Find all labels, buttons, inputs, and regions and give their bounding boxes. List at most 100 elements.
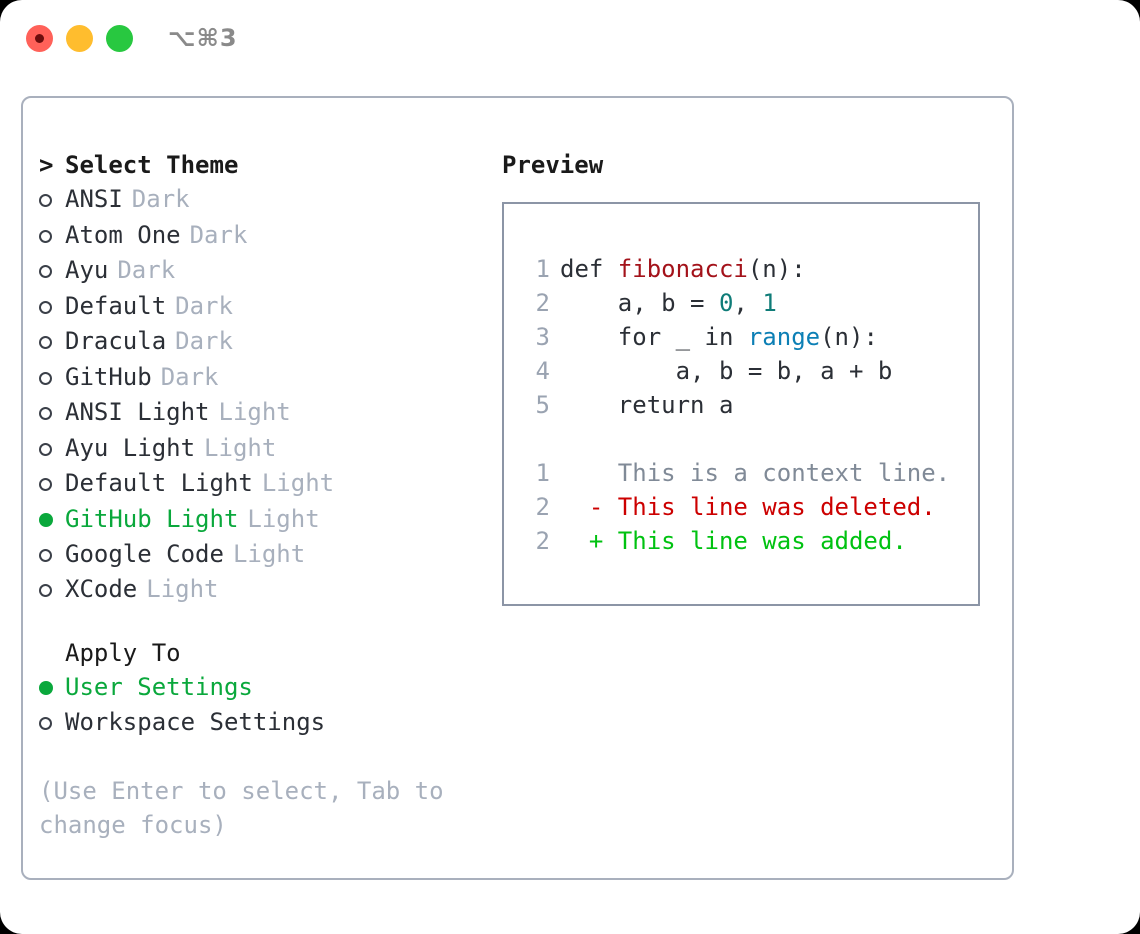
radio-unselected-icon[interactable] (39, 397, 65, 431)
theme-option-label: Default Light (65, 469, 253, 497)
theme-option-badge: Dark (160, 362, 219, 391)
radio-mark (39, 300, 52, 314)
line-number: 1 (535, 459, 550, 487)
theme-option-badge: Light (146, 575, 219, 603)
radio-unselected-icon[interactable] (39, 468, 65, 502)
code-line: 5 return a (516, 388, 950, 422)
theme-option-badge: Dark (117, 256, 176, 284)
apply-option-label: User Settings (65, 672, 253, 701)
radio-mark (39, 336, 52, 349)
apply-to-heading-label: Apply To (65, 638, 181, 667)
theme-option-label: ANSI Light (65, 398, 210, 426)
radio-mark (39, 194, 52, 207)
diff-line: 1 This is a context line. (516, 456, 951, 490)
theme-option-10[interactable]: Google Code Light (39, 537, 489, 573)
code-line: 2 a, b = 0, 1 (516, 286, 950, 320)
radio-unselected-icon[interactable] (39, 574, 65, 608)
theme-option-badge: Light (218, 398, 291, 426)
radio-unselected-icon[interactable] (39, 432, 65, 466)
theme-option-5[interactable]: GitHub Dark (39, 360, 489, 396)
diff-line-content: + This line was added. (560, 527, 907, 555)
code-token-num: 1 (762, 289, 777, 317)
code-token-plain: a, b = (560, 289, 719, 317)
theme-option-label: GitHub (65, 362, 152, 391)
keyboard-hint: (Use Enter to select, Tab to change focu… (39, 777, 459, 839)
radio-unselected-icon[interactable] (39, 706, 65, 740)
theme-option-7[interactable]: Ayu Light Light (39, 431, 489, 467)
theme-option-label: ANSI (65, 185, 123, 213)
code-line-content: a, b = b, a + b (560, 354, 893, 388)
select-theme-heading-label: Select Theme (65, 151, 239, 179)
radio-unselected-icon[interactable] (39, 290, 65, 324)
theme-option-6[interactable]: ANSI Light Light (39, 395, 489, 431)
code-token-fn: fibonacci (617, 255, 748, 283)
radio-unselected-icon[interactable] (39, 361, 65, 395)
apply-to-heading: Apply To (39, 636, 489, 670)
radio-mark (39, 371, 52, 385)
maximize-window-icon[interactable] (106, 25, 133, 52)
code-token-plain: (n): (747, 255, 806, 283)
theme-option-label: Google Code (65, 539, 224, 568)
code-token-plain: return a (560, 391, 734, 419)
theme-option-badge: Light (247, 504, 320, 533)
code-token-plain: a, b = b, a + b (560, 357, 893, 385)
line-number: 2 (535, 493, 550, 521)
theme-option-label: Default (65, 291, 167, 320)
code-line-content: return a (560, 388, 734, 422)
radio-unselected-icon[interactable] (39, 255, 65, 289)
code-line: 4 a, b = b, a + b (516, 354, 950, 388)
select-theme-heading: > Select Theme (39, 148, 489, 182)
window-title: ⌥⌘3 (168, 24, 238, 52)
line-number: 3 (535, 323, 550, 351)
radio-mark (39, 442, 52, 456)
theme-option-label: Ayu Light (65, 433, 196, 462)
radio-mark (39, 229, 52, 243)
code-token-num: 0 (718, 289, 734, 317)
theme-option-badge: Light (204, 433, 277, 462)
diff-line: 2 - This line was deleted. (516, 490, 950, 524)
radio-unselected-icon[interactable] (39, 184, 65, 218)
radio-unselected-icon[interactable] (39, 326, 65, 360)
section-spacer (39, 608, 489, 636)
focus-caret-icon: > (39, 151, 54, 179)
radio-unselected-icon[interactable] (39, 538, 65, 572)
line-number: 4 (535, 357, 550, 385)
apply-option-1[interactable]: Workspace Settings (39, 705, 489, 741)
radio-selected-icon[interactable] (39, 503, 65, 537)
code-line-content: def fibonacci(n): (560, 252, 806, 286)
code-blank-line (516, 422, 950, 456)
line-number: 5 (535, 391, 550, 419)
line-number: 2 (535, 527, 550, 555)
radio-mark (39, 265, 52, 278)
theme-option-label: Dracula (65, 327, 167, 355)
radio-mark (39, 680, 53, 695)
close-window-icon[interactable] (26, 25, 53, 52)
apply-option-0[interactable]: User Settings (39, 670, 489, 705)
theme-option-badge: Light (232, 539, 306, 568)
radio-mark (39, 548, 52, 562)
traffic-light-controls (26, 25, 133, 52)
diff-line: 2 + This line was added. (516, 524, 950, 558)
code-token-plain: for _ in (560, 323, 748, 351)
theme-option-badge: Dark (175, 327, 233, 355)
radio-mark (39, 407, 52, 420)
minimize-window-icon[interactable] (66, 25, 93, 52)
radio-selected-icon[interactable] (39, 671, 65, 705)
theme-option-4[interactable]: Dracula Dark (39, 324, 489, 360)
radio-mark (39, 512, 53, 527)
radio-unselected-icon[interactable] (39, 219, 65, 253)
title-bar: ⌥⌘3 (0, 0, 1140, 78)
code-line-content: a, b = 0, 1 (560, 286, 777, 320)
